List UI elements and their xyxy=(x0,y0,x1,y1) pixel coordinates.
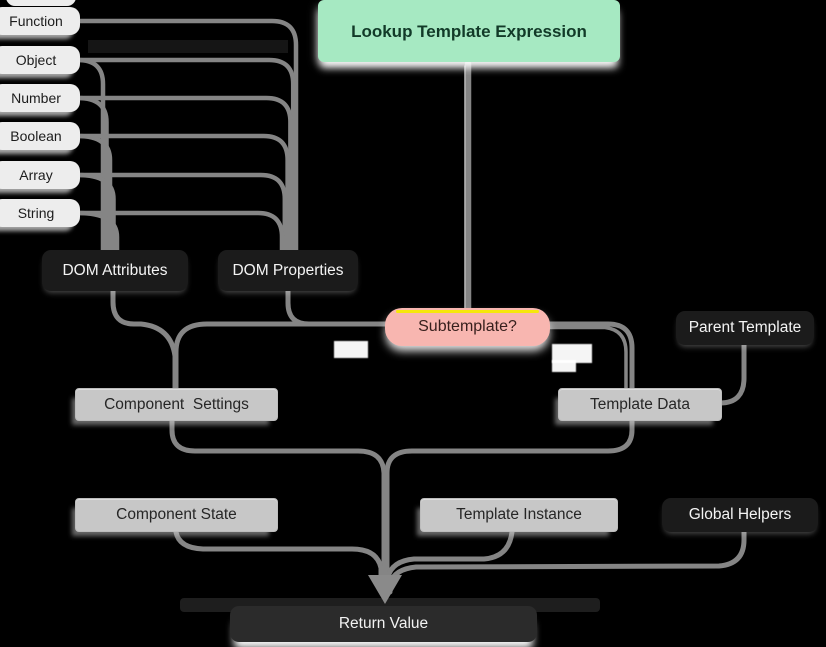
arrow-down-icon xyxy=(368,575,402,604)
node-template-instance: Template Instance xyxy=(420,498,618,532)
line-shadow-artifact xyxy=(88,40,288,53)
node-partial-top xyxy=(6,0,76,6)
node-global-helpers: Global Helpers xyxy=(662,498,818,532)
node-dom-properties: DOM Properties xyxy=(218,250,358,291)
shadow-blob xyxy=(334,341,368,358)
node-lookup-template-expression: Lookup Template Expression xyxy=(318,0,620,62)
node-function: Function xyxy=(0,7,80,35)
node-component-settings: Component Settings xyxy=(75,388,278,421)
shadow-blob xyxy=(552,360,576,372)
node-object: Object xyxy=(0,46,80,74)
node-number: Number xyxy=(0,84,80,112)
node-component-state: Component State xyxy=(75,498,278,532)
node-parent-template: Parent Template xyxy=(676,311,814,345)
node-subtemplate: Subtemplate? xyxy=(385,308,550,346)
node-dom-attributes: DOM Attributes xyxy=(42,250,188,291)
node-subtemplate-label: Subtemplate? xyxy=(418,318,517,335)
node-string: String xyxy=(0,199,80,227)
decision-accent-bar xyxy=(396,310,539,313)
shadow-blob xyxy=(552,344,592,363)
node-array: Array xyxy=(0,161,80,189)
node-template-data: Template Data xyxy=(558,388,722,421)
node-return-value: Return Value xyxy=(230,606,537,642)
node-boolean: Boolean xyxy=(0,122,80,150)
